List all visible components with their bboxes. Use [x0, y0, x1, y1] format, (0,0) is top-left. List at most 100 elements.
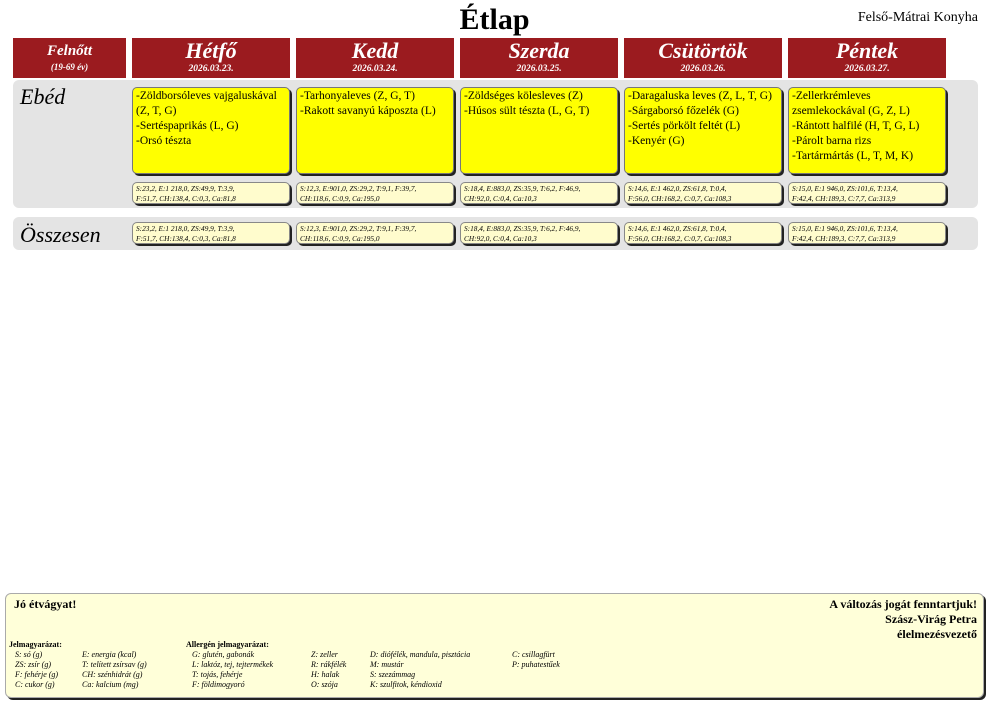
menu-item: -Orsó tészta: [136, 135, 192, 147]
allergen-entry: R: rákfélék: [311, 660, 347, 669]
nutrition-line: F:51,7, CH:138,4, C:0,3, Ca:81,8: [136, 194, 236, 203]
legend-entry: C: cukor (g): [15, 680, 55, 689]
menu-tuesday: -Tarhonyaleves (Z, G, T) -Rakott savanyú…: [296, 87, 454, 174]
allergen-entry: H: halak: [311, 670, 340, 679]
allergen-entry: T: tojás, fehérje: [192, 670, 243, 679]
nutrition-friday: S:15,0, E:1 946,0, ZS:101,6, T:13,4, F:4…: [788, 182, 946, 204]
nutrition-line: F:42,4, CH:189,3, C:7,7, Ca:313,9: [792, 194, 896, 203]
header-day-wednesday: Szerda 2026.03.25.: [460, 38, 618, 78]
menu-item: -Tartármártás (L, T, M, K): [792, 150, 914, 162]
legend-entry: F: fehérje (g): [15, 670, 59, 679]
menu-item: -Zöldséges kölesleves (Z): [464, 90, 583, 102]
day-name: Hétfő: [185, 38, 237, 63]
day-date: 2026.03.27.: [844, 64, 890, 74]
total-nutrition-friday: S:15,0, E:1 946,0, ZS:101,6, T:13,4, F:4…: [788, 222, 946, 244]
menu-item: -Rakott savanyú káposzta (L): [300, 105, 436, 117]
nutrition-monday: S:23,2, E:1 218,0, ZS:49,9, T:3,9, F:51,…: [132, 182, 290, 204]
allergen-entry: L: laktóz, tej, tejtermékek: [192, 660, 274, 669]
allergen-entry: G: glutén, gabonák: [192, 650, 254, 659]
total-nutrition-wednesday: S:18,4, E:883,0, ZS:35,9, T:6,2, F:46,9,…: [460, 222, 618, 244]
nutrition-line: S:23,2, E:1 218,0, ZS:49,9, T:3,9,: [136, 224, 235, 233]
nutrition-line: F:51,7, CH:138,4, C:0,3, Ca:81,8: [136, 234, 236, 243]
menu-item: -Sertés pörkölt feltét (L): [628, 120, 741, 132]
nutrition-line: S:15,0, E:1 946,0, ZS:101,6, T:13,4,: [792, 184, 898, 193]
header-age-group: Felnőtt (19-69 év): [13, 38, 126, 78]
total-nutrition-tuesday: S:12,3, E:901,0, ZS:29,2, T:9,1, F:39,7,…: [296, 222, 454, 244]
menu-item: -Tarhonyaleves (Z, G, T): [300, 90, 415, 102]
day-name: Péntek: [835, 38, 899, 63]
lunch-label: Ebéd: [20, 84, 66, 109]
nutrition-line: S:15,0, E:1 946,0, ZS:101,6, T:13,4,: [792, 224, 898, 233]
header-day-thursday: Csütörtök 2026.03.26.: [624, 38, 782, 78]
total-nutrition-monday: S:23,2, E:1 218,0, ZS:49,9, T:3,9, F:51,…: [132, 222, 290, 244]
legend-entry: ZS: zsír (g): [15, 660, 52, 669]
age-group-range: (19-69 év): [50, 62, 89, 72]
menu-friday: -Zellerkrémleves zsemlekockával (G, Z, L…: [788, 87, 946, 174]
day-date: 2026.03.24.: [352, 64, 398, 74]
nutrition-line: S:12,3, E:901,0, ZS:29,2, T:9,1, F:39,7,: [300, 224, 417, 233]
allergen-entry: D: diófélék, mandula, pisztácia: [370, 650, 471, 659]
menu-item: -Daragaluska leves (Z, L, T, G): [628, 90, 772, 102]
allergen-entry: M: mustár: [370, 660, 404, 669]
header-day-friday: Péntek 2026.03.27.: [788, 38, 946, 78]
nutrition-line: F:42,4, CH:189,3, C:7,7, Ca:313,9: [792, 234, 896, 243]
nutrition-line: S:12,3, E:901,0, ZS:29,2, T:9,1, F:39,7,: [300, 184, 417, 193]
legend-title: Jelmagyarázat:: [9, 640, 62, 649]
allergen-entry: F: földimogyoró: [192, 680, 245, 689]
manager-name: Szász-Virág Petra: [885, 612, 977, 626]
nutrition-line: S:14,6, E:1 462,0, ZS:61,8, T:0,4,: [628, 224, 727, 233]
change-reservation-note: A változás jogát fenntartjuk!: [829, 597, 977, 611]
allergen-entry: O: szója: [311, 680, 338, 689]
legend-entry: S: só (g): [15, 650, 43, 659]
menu-monday: -Zöldborsóleves vajgaluskával (Z, T, G) …: [132, 87, 290, 174]
nutrition-line: CH:92,0, C:0,4, Ca:10,3: [464, 194, 537, 203]
menu-item: -Kenyér (G): [628, 135, 685, 147]
allergen-column-3: D: diófélék, mandula, pisztácia M: mustá…: [370, 650, 470, 690]
menu-thursday: -Daragaluska leves (Z, L, T, G) -Sárgabo…: [624, 87, 782, 174]
total-nutrition-thursday: S:14,6, E:1 462,0, ZS:61,8, T:0,4, F:56,…: [624, 222, 782, 244]
menu-item: -Sárgaborsó főzelék (G): [628, 105, 739, 117]
legend-entry: E: energia (kcal): [82, 650, 137, 659]
allergen-column-4: C: csillagfürt P: puhatestűek: [512, 650, 560, 670]
allergen-legend-title: Allergén jelmagyarázat:: [186, 640, 269, 649]
menu-item: -Zöldborsóleves vajgaluskával (Z, T, G): [136, 90, 277, 117]
total-label: Összesen: [20, 222, 101, 247]
header-day-monday: Hétfő 2026.03.23.: [132, 38, 290, 78]
legend-column-1: S: só (g) ZS: zsír (g) F: fehérje (g) C:…: [15, 650, 58, 690]
nutrition-thursday: S:14,6, E:1 462,0, ZS:61,8, T:0,4, F:56,…: [624, 182, 782, 204]
day-date: 2026.03.23.: [188, 64, 234, 74]
bon-appetit-text: Jó étvágyat!: [14, 597, 77, 611]
menu-item: -Zellerkrémleves zsemlekockával (G, Z, L…: [792, 90, 910, 117]
signature-block: A változás jogát fenntartjuk! Szász-Virá…: [829, 597, 977, 642]
menu-item: -Párolt barna rizs: [792, 135, 872, 147]
allergen-entry: C: csillagfürt: [512, 650, 555, 659]
nutrition-line: CH:118,6, C:0,9, Ca:195,0: [300, 234, 380, 243]
legend-entry: T: telített zsírsav (g): [82, 660, 147, 669]
nutrition-line: S:14,6, E:1 462,0, ZS:61,8, T:0,4,: [628, 184, 727, 193]
page-title: Étlap: [459, 3, 530, 36]
nutrition-tuesday: S:12,3, E:901,0, ZS:29,2, T:9,1, F:39,7,…: [296, 182, 454, 204]
header-day-tuesday: Kedd 2026.03.24.: [296, 38, 454, 78]
day-date: 2026.03.25.: [516, 64, 562, 74]
allergen-entry: P: puhatestűek: [512, 660, 560, 669]
manager-role: élelmezésvezető: [897, 627, 977, 641]
kitchen-name: Felső-Mátrai Konyha: [857, 10, 978, 25]
age-group-label: Felnőtt: [46, 43, 92, 59]
allergen-entry: S: szezámmag: [370, 670, 416, 679]
legend-entry: Ca: kalcium (mg): [82, 680, 139, 689]
allergen-entry: Z: zeller: [311, 650, 338, 659]
nutrition-line: CH:92,0, C:0,4, Ca:10,3: [464, 234, 537, 243]
nutrition-line: S:18,4, E:883,0, ZS:35,9, T:6,2, F:46,9,: [464, 224, 581, 233]
legend-column-2: E: energia (kcal) T: telített zsírsav (g…: [82, 650, 147, 690]
day-name: Csütörtök: [658, 38, 748, 63]
nutrition-line: F:56,0, CH:168,2, C:0,7, Ca:108,3: [628, 234, 732, 243]
nutrition-line: F:56,0, CH:168,2, C:0,7, Ca:108,3: [628, 194, 732, 203]
menu-wednesday: -Zöldséges kölesleves (Z) -Húsos sült té…: [460, 87, 618, 174]
allergen-column-2: Z: zeller R: rákfélék H: halak O: szója: [311, 650, 346, 690]
menu-item: -Rántott halfilé (H, T, G, L): [792, 120, 920, 132]
allergen-entry: K: szulfitok, kéndioxid: [370, 680, 442, 689]
day-date: 2026.03.26.: [680, 64, 726, 74]
nutrition-line: S:23,2, E:1 218,0, ZS:49,9, T:3,9,: [136, 184, 235, 193]
day-name: Kedd: [351, 38, 399, 63]
nutrition-line: S:18,4, E:883,0, ZS:35,9, T:6,2, F:46,9,: [464, 184, 581, 193]
